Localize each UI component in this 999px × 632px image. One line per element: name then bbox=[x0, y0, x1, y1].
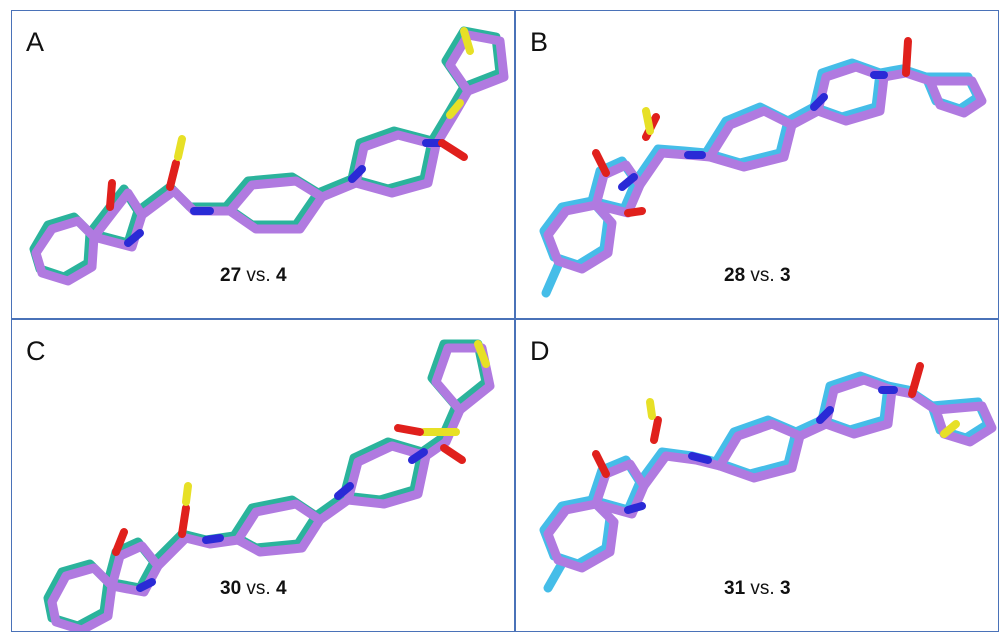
compound-number: 4 bbox=[275, 578, 287, 599]
panel-caption: 30 vs. 4 bbox=[220, 578, 287, 600]
panel-letter: D bbox=[530, 336, 550, 366]
versus-label: vs. bbox=[246, 578, 271, 599]
heteroatoms-b bbox=[592, 37, 912, 217]
compound-number: 3 bbox=[779, 578, 791, 599]
panel-letter: A bbox=[26, 27, 45, 57]
panel-letter: C bbox=[26, 336, 46, 366]
panel-letter: B bbox=[530, 27, 549, 57]
heteroatoms-d bbox=[592, 362, 960, 514]
panel-c: C 30 vs. 4 bbox=[11, 319, 515, 632]
compound-number: 31 bbox=[724, 578, 746, 599]
versus-label: vs. bbox=[246, 265, 271, 286]
ligand-cyan-b bbox=[539, 58, 983, 298]
compound-number: 28 bbox=[724, 265, 746, 286]
heteroatoms-c bbox=[112, 340, 490, 592]
ligand-violet-a bbox=[31, 30, 509, 286]
compound-number: 3 bbox=[779, 265, 791, 286]
panel-a: A 27 vs. 4 bbox=[11, 10, 515, 319]
panel-d: D 31 vs. 3 bbox=[515, 319, 999, 632]
molecule-overlay-a bbox=[29, 26, 509, 286]
heteroatoms-a bbox=[106, 27, 474, 247]
molecule-overlay-b bbox=[539, 37, 987, 298]
molecule-overlay-c bbox=[43, 339, 495, 631]
molecule-overlay-d bbox=[539, 362, 997, 593]
versus-label: vs. bbox=[750, 578, 775, 599]
panel-caption: 31 vs. 3 bbox=[724, 578, 791, 600]
panel-b: B 28 vs. 3 bbox=[515, 10, 999, 319]
compound-number: 30 bbox=[220, 578, 242, 599]
ligand-violet-b bbox=[543, 62, 987, 274]
ligand-violet-d bbox=[543, 375, 997, 573]
compound-number: 4 bbox=[275, 265, 287, 286]
versus-label: vs. bbox=[750, 265, 775, 286]
panel-caption: 28 vs. 3 bbox=[724, 265, 791, 287]
panel-caption: 27 vs. 4 bbox=[220, 265, 287, 287]
compound-number: 27 bbox=[220, 265, 242, 286]
